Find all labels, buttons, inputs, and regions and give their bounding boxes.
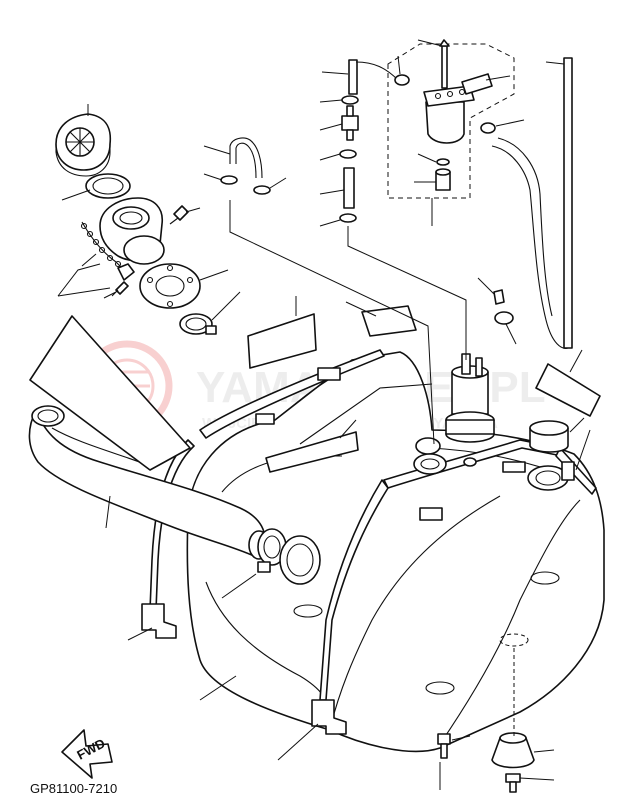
clip-17 [339,149,357,223]
fuel-sender-unit [445,353,495,443]
washer-26 [436,158,450,166]
vent-tube-5 [348,59,399,95]
filler-neck [99,197,165,265]
vent-hose-20 [491,57,573,349]
pump-pin-27 [439,39,450,89]
filler-cap [55,113,112,177]
clip-18 [220,175,271,195]
clip-21 [494,311,514,325]
hose-clamp-upper [179,313,217,335]
bolt-32 [437,733,451,759]
check-valve-15 [341,105,359,141]
clip-22 [493,289,505,305]
screw-10 [111,281,129,297]
labels-area [247,305,601,473]
flange-11 [139,263,201,309]
clip-28 [341,95,359,105]
filler-label-plate [29,315,191,471]
diagram-code: GP81100-7210 [30,781,117,796]
clip-29 [394,74,496,134]
cap-gasket [85,173,131,199]
filter-25 [435,168,451,191]
pump-bracket-24 [461,73,493,95]
hose-16 [343,167,355,209]
strap-bracket-30 [311,699,347,735]
rubber-mount-33 [491,732,535,769]
fwd-arrow-icon: FWD [61,729,113,779]
leader-lines [57,39,591,790]
bolt-34 [505,773,521,793]
pump-kit-boundary [387,43,515,199]
strap-bracket-31 [141,603,177,639]
tank-inlet-neck [279,535,321,585]
tank-cap-4 [529,420,569,453]
clamp-3 [527,461,575,491]
cap-chain [80,221,135,281]
tank-port-small [463,457,477,467]
fuel-pump-23 [423,85,475,144]
vent-hose-19 [229,137,263,179]
screw-12 [169,205,189,225]
